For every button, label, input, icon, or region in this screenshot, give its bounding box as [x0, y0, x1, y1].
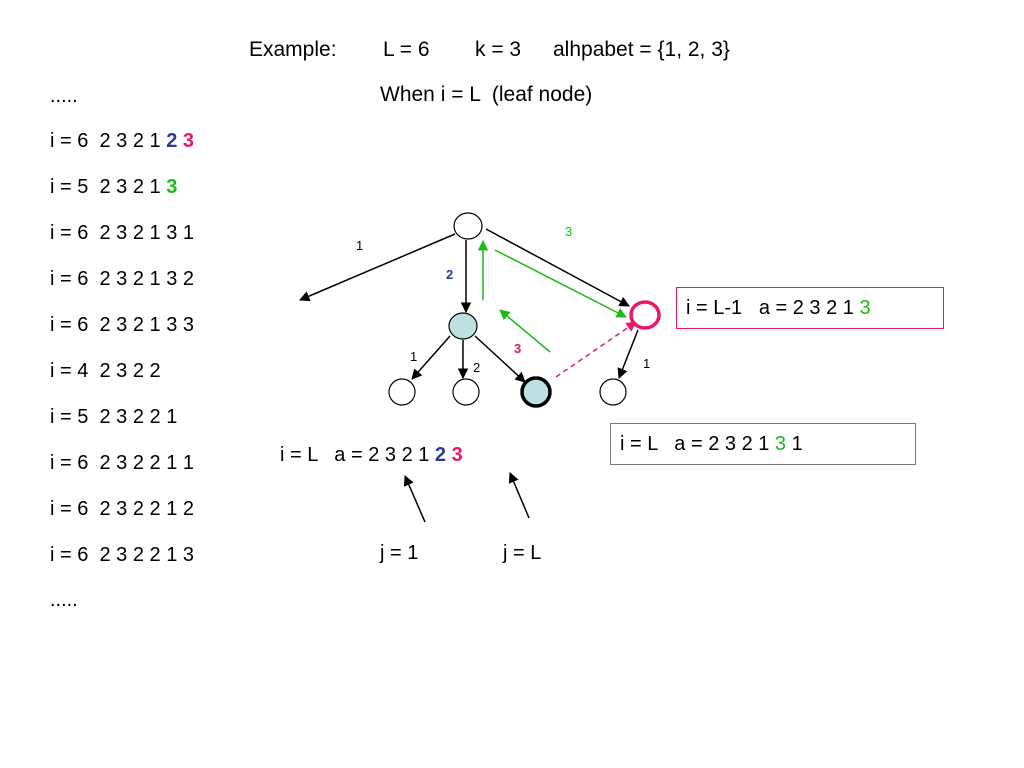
- edge-label-mid-mid: 2: [473, 360, 480, 375]
- title-k-value: k = 3: [475, 38, 522, 61]
- trace-dots-bottom: .....: [50, 589, 78, 611]
- edge-right-child: [617, 329, 639, 379]
- array-label-blue-digit: 2: [434, 444, 447, 466]
- pointer-label-jL: j = L: [503, 542, 542, 564]
- trace-line-1-prefix: i = 6 2 3 2 1: [50, 130, 167, 152]
- trace-line-1-blue-digit: 2: [166, 130, 178, 152]
- trace-line-9: i = 6 2 3 2 2 1 2: [50, 498, 194, 520]
- array-label-prefix: i = L a = 2 3 2 1: [280, 444, 435, 466]
- trace-line-8: i = 6 2 3 2 2 1 1: [50, 452, 194, 474]
- trace-line-5: i = 6 2 3 2 1 3 3: [50, 314, 194, 336]
- state-box-gray-suffix: 1: [786, 433, 803, 455]
- trace-line-2-green-digit: 3: [166, 176, 178, 198]
- state-box-gray-prefix: i = L a = 2 3 2 1: [620, 433, 775, 455]
- edge-label-mid-right: 3: [514, 341, 521, 356]
- trace-line-7: i = 5 2 3 2 2 1: [50, 406, 178, 428]
- edge-label-mid-left: 1: [410, 349, 417, 364]
- edge-mid-left: [411, 335, 451, 380]
- subtitle: When i = L (leaf node): [380, 83, 593, 106]
- green-arrow-right: [494, 249, 627, 318]
- title-example: Example:: [249, 38, 337, 61]
- edge-root-left: [299, 233, 456, 302]
- trace-line-1: i = 6 2 3 2 1 2 3: [50, 131, 194, 151]
- state-box-pink-prefix: i = L-1 a = 2 3 2 1: [686, 297, 860, 319]
- trace-line-10: i = 6 2 3 2 2 1 3: [50, 544, 194, 566]
- pointer-arrow-j1: [403, 475, 426, 523]
- tree-leaf-2: [452, 378, 480, 406]
- trace-line-3: i = 6 2 3 2 1 3 1: [50, 222, 194, 244]
- array-label-magenta-digit: 3: [451, 444, 463, 466]
- green-arrow-back: [499, 309, 551, 353]
- pointer-label-j1: j = 1: [380, 542, 419, 564]
- tree-leaf-1: [388, 378, 416, 406]
- edge-label-right-child: 1: [643, 356, 650, 371]
- edge-label-root-left: 1: [356, 238, 363, 253]
- tree-leaf-4: [599, 378, 627, 406]
- state-box-gray: i = L a = 2 3 2 1 3 1: [610, 423, 916, 465]
- title-L-value: L = 6: [383, 38, 430, 61]
- tree-node-root: [453, 212, 483, 240]
- trace-line-1-magenta-digit: 3: [182, 130, 195, 152]
- edge-root-right: [485, 228, 630, 307]
- trace-line-4: i = 6 2 3 2 1 3 2: [50, 268, 194, 290]
- tree-node-mid: [448, 312, 478, 340]
- pink-dashed-arrow: [555, 321, 637, 378]
- pointer-arrow-jL: [508, 472, 530, 519]
- array-label: i = L a = 2 3 2 1 2 3: [280, 445, 463, 465]
- tree-leaf-current: [520, 376, 552, 408]
- edge-label-root-mid: 2: [446, 267, 453, 282]
- edge-label-root-right: 3: [565, 224, 572, 239]
- title-alphabet: alhpabet = {1, 2, 3}: [553, 38, 730, 61]
- trace-line-2-prefix: i = 5 2 3 2 1: [50, 176, 167, 198]
- edge-mid-right: [474, 335, 526, 383]
- trace-dots-top: .....: [50, 85, 78, 107]
- tree-node-right-highlight: [629, 300, 661, 330]
- trace-line-6: i = 4 2 3 2 2: [50, 360, 161, 382]
- state-box-pink: i = L-1 a = 2 3 2 1 3: [676, 287, 944, 329]
- trace-line-2: i = 5 2 3 2 1 3: [50, 177, 177, 197]
- state-box-pink-green-digit: 3: [859, 297, 871, 319]
- state-box-gray-green-digit: 3: [774, 433, 787, 455]
